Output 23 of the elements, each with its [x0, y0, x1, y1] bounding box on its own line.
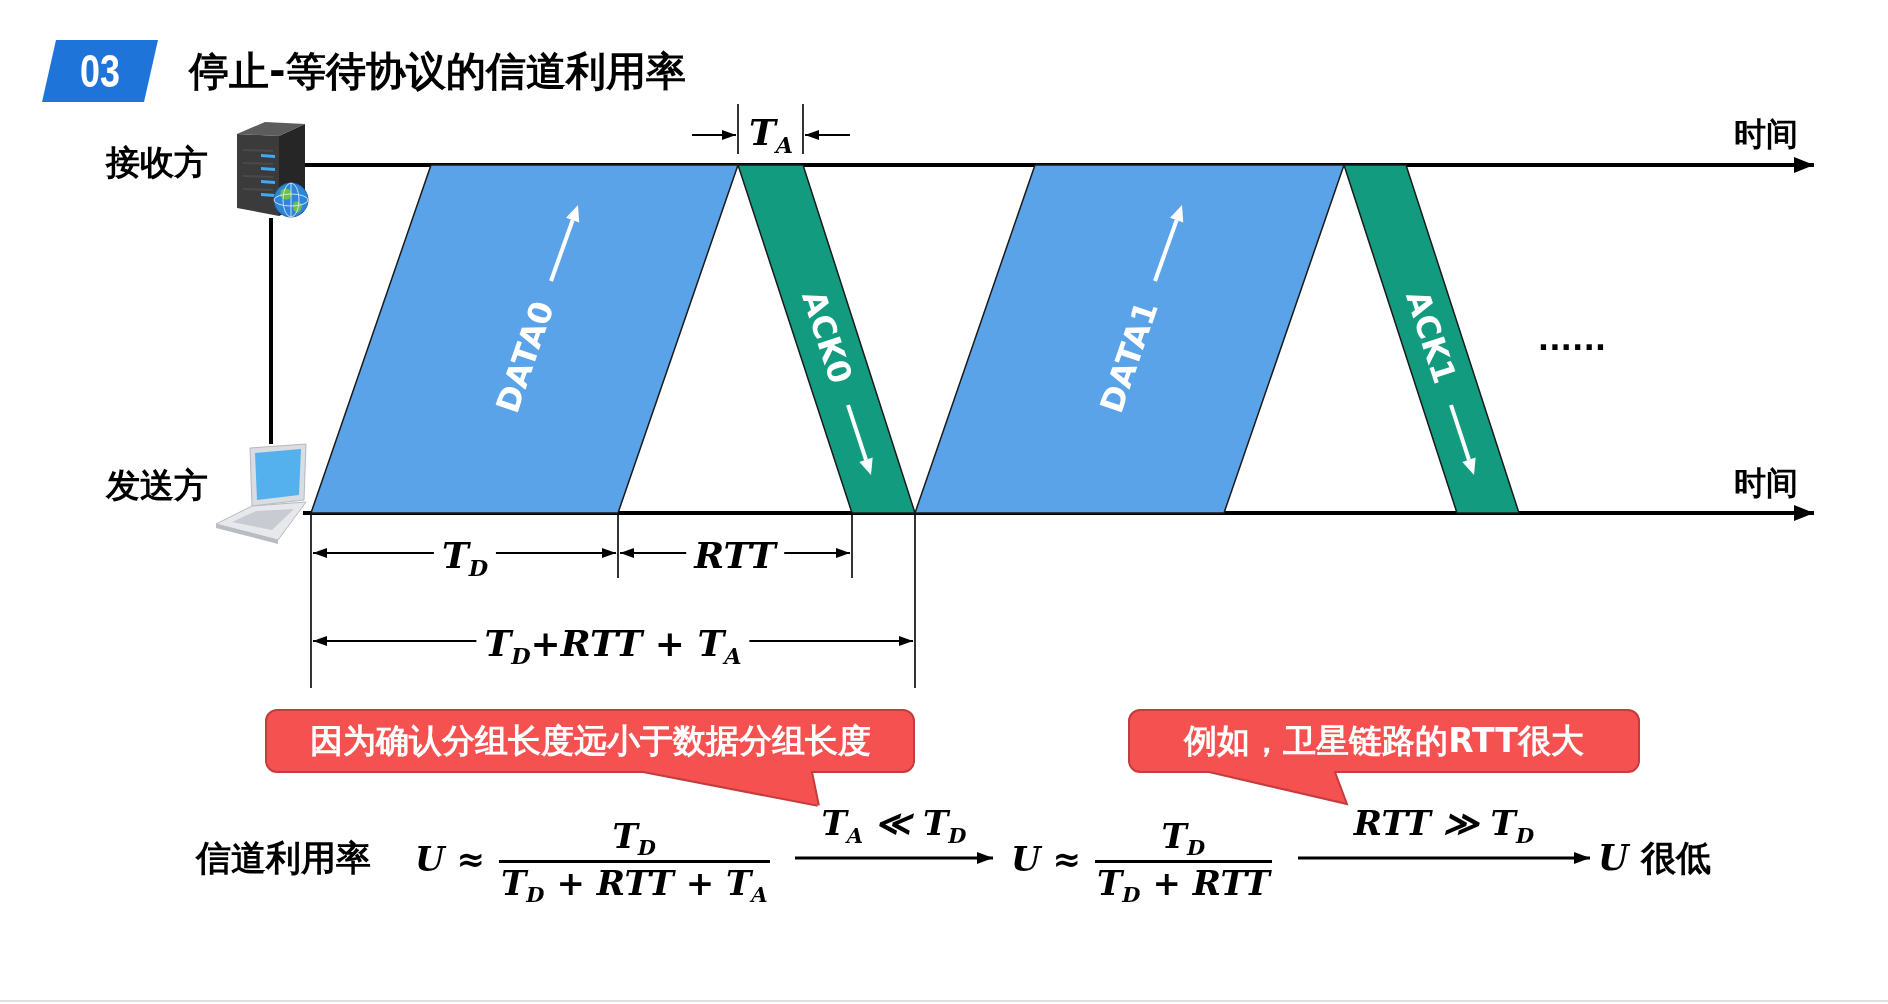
axis-label: 时间	[1734, 465, 1798, 502]
fraction-numerator: T$_{D}$	[1161, 817, 1206, 855]
axis-label: 时间	[1734, 116, 1798, 153]
section-number: 03	[80, 48, 120, 94]
formula-label: 信道利用率	[196, 838, 371, 879]
station-label: 发送方	[106, 466, 208, 506]
callout-text: 例如，卫星链路的RTT很大	[1184, 722, 1584, 760]
arrow	[795, 852, 993, 864]
formula-term: U ≈	[1011, 841, 1081, 879]
connector-line	[269, 218, 273, 444]
station-label: 接收方	[106, 143, 208, 183]
formula-term: U ≈	[415, 841, 485, 879]
frame-label: ACK1	[1401, 286, 1461, 388]
dimension-label: T$_{A}$	[748, 113, 794, 153]
slide-title: 停止-等待协议的信道利用率	[189, 48, 686, 94]
frame-label: ACK0	[797, 286, 857, 388]
arrow	[1298, 852, 1590, 864]
callout-text: 因为确认分组长度远小于数据分组长度	[309, 722, 871, 760]
formula-result: U 很低	[1598, 837, 1711, 879]
fraction-denominator: T$_{D}$ + RTT + T$_{A}$	[500, 865, 769, 903]
fraction-denominator: T$_{D}$ + RTT	[1096, 865, 1272, 903]
fraction-numerator: T$_{D}$	[612, 817, 657, 855]
continuation-dots: ......	[1537, 322, 1607, 358]
